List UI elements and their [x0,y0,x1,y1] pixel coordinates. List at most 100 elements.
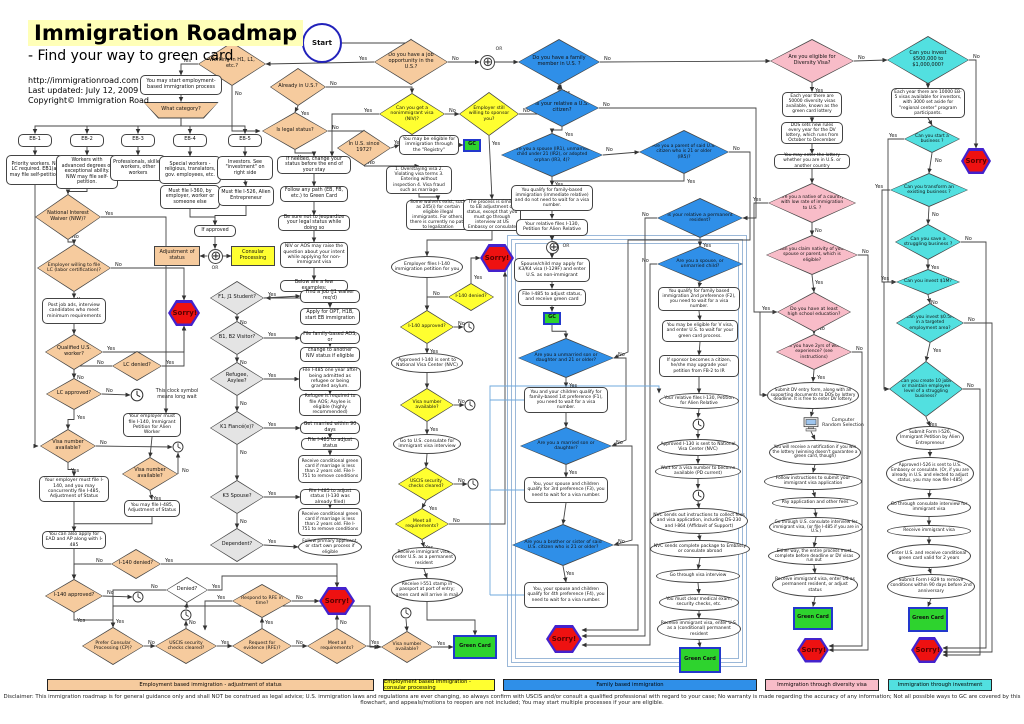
edge-oval-i130-pr-to-clock-9 [696,408,701,418]
gc-2: GC [463,138,481,152]
edge-box-illegal-ways-to-box-waivers [418,194,441,201]
edge-label: No [449,108,456,114]
edge-d-visa-1-to-clock-2 [95,444,173,450]
edge-label: No [182,468,189,474]
oval-nvc-140: Approved I-140 is sent to National Visa … [391,353,463,373]
box-i526: Must file I-526, Alien Entrepreneur [218,186,274,206]
legend-label: Immigration through investment [897,682,983,688]
edge-label: No [106,388,113,394]
edge-oval-before-deadline-to-oval-receive-visa-3 [812,564,817,574]
edge-d-visa-1-to-box-concurrent [67,463,77,477]
edge-box-cp-similar-to-oval-employer-files [424,231,493,257]
edge-box-f3-pref-to-d-sibling [561,502,567,525]
box-i360: Must file I-360, by employer, worker or … [160,185,220,209]
edge-d-1972-to-box-registry [390,144,400,149]
edge-label: No [931,300,938,306]
edge-label: No [818,326,825,332]
edge-d-uscis-2-to-d-meet-all-2 [421,500,427,509]
edge-oval-pay-fees-to-oval-dv-interview [813,508,818,518]
edge-label: No [453,518,460,524]
edge-label: No [452,56,459,62]
edge-label: No [932,212,939,218]
box-concurrent: Your employer must file I-140, and you m… [39,476,109,502]
edge-label: Yes [814,88,823,94]
edge-label: Yes [932,348,941,354]
edge-label: No [458,321,465,327]
edge-label: No [72,234,79,240]
edge-d-f1-student-to-box-find-job [263,294,301,299]
edge-label: Yes [216,595,225,601]
edge-d-get-niv-to-box-change-status [329,113,379,157]
edge-label: No [107,590,114,596]
gc-1: Green Card [453,635,497,659]
edge-label: No [240,519,247,525]
oval-i829: Submit Form I-829 to remove conditions w… [887,573,975,599]
sorry-2: Sorry! [319,587,355,615]
edge-d-unmarried-21-to-d-married-child [611,357,627,447]
edge-d-dv-eligible-to-d-invest [853,57,888,63]
edge-d-married-child-to-d-sibling [612,445,633,546]
edge-d-denied-to-sorry-2 [208,575,340,591]
clock-6-wait-icon [463,321,475,333]
edge-label: Yes [164,558,173,564]
oval-nvc-instructions: NVC sends out instructions to collect fe… [650,508,748,534]
disclaimer-text: Disclaimer: This immigration roadmap is … [3,694,1021,706]
edge-label: No [296,595,303,601]
edge-label: Yes [568,470,577,476]
oval-pay-fees: Pay application and other fees [772,497,858,509]
edge-d-meet-all-2-to-sorry-3 [449,271,508,525]
oval-i130-pr: Your relative files I-130, Petition for … [659,393,739,409]
oval-approved-i130: Approved I-130 is sent to National Visa … [657,438,739,456]
box-be-sure: Be sure not to jeopardize your legal sta… [278,215,350,231]
edge-oval-receive-visa-1-to-oval-i551 [423,568,428,579]
edge-label: No [151,584,158,590]
edge-d-invest-1m-to-d-create-jobs [883,281,896,392]
header: Immigration Roadmap - Find your way to g… [28,20,304,106]
or-3-label: OR [562,244,570,250]
edge-d-invest-05m-to-d-create-jobs [924,342,931,362]
edge-gc-3-to-d-unmarried-21 [551,324,569,339]
edge-trap-category-to-eb5 [180,118,248,134]
edge-label: No [96,558,103,564]
edge-d-niw-to-box-i140-employer [101,216,169,414]
box-dos-rules: DOS sets new rules every year for the DV… [781,122,843,144]
edge-label: Yes [300,111,309,117]
box-f4-pref: You, your spouse and children qualify fo… [524,582,608,608]
box-f2-pref: You qualify for family based immigration… [658,287,740,311]
eb4-desc: Special workers - religious, translators… [159,156,221,184]
edge-d-create-jobs-to-oval-i526-submit [925,416,931,427]
edge-oval-follow-instructions-to-oval-pay-fees [811,489,817,498]
edge-d-140-denied-2-to-sorry-3 [470,255,481,283]
clock-10-wait-icon [692,489,705,502]
or-1-label: OR [495,47,503,53]
edge-label: No [935,158,942,164]
box-marry-90: Get married within 90 days [300,422,360,434]
edge-label: No [616,440,623,446]
edge-label: Yes [874,184,883,190]
eb1: EB-1 [18,133,52,147]
oval-follow-primary: Follow primary applicant, or start own p… [298,538,362,556]
edge-d-create-jobs-to-sorry-7 [942,388,981,658]
edge-box-i360-to-box-if-approved [189,209,218,226]
box-cond-green-1: Receive conditional green card if marria… [298,455,362,483]
edge-d-lc-approved-to-d-visa-1 [65,410,75,430]
clock-9-wait-icon [692,418,705,431]
edge-label: Yes [752,197,761,203]
box-upgrade: If sponsor becomes a citizen, he/she may… [659,355,739,377]
edge-d-sibling-to-box-f4-pref [562,565,568,583]
edge-d-parent-ir5-to-d-unmarried-21 [613,151,751,359]
edge-label: Yes [814,280,823,286]
box-f3-pref: You, your spouse and children qualify fo… [524,477,608,503]
trap-category: What category? [143,101,219,119]
edge-label: Yes [115,619,124,625]
box-aos: Adjustment of status [154,246,200,266]
box-485-adjust: File I-485 to adjust status [301,438,359,450]
gc-6: Green Card [908,606,948,632]
edge-label: Yes [428,506,437,512]
box-485-k3: File I-485 to adjust status (I-130 was a… [300,489,360,505]
oval-i551: Receive I-551 stamp in passport at port … [391,578,463,602]
edge-label: Yes [568,383,577,389]
box-registry: You may be eligible for immigration thro… [399,135,459,155]
edge-d-perm-resident-to-sorry-4 [581,217,657,639]
edge-label: Yes [888,133,897,139]
